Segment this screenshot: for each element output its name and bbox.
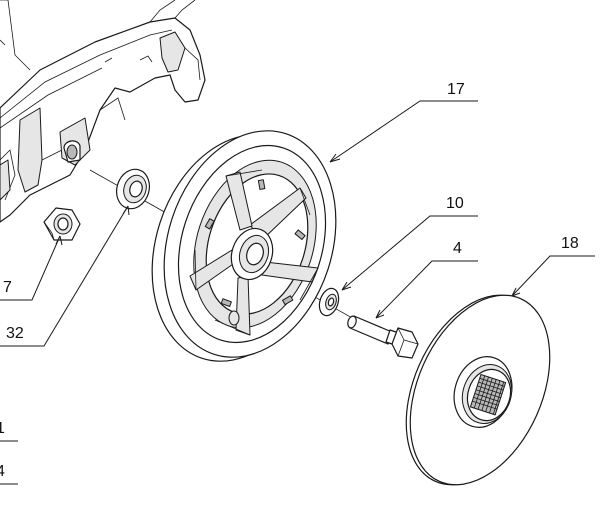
callout-1: 1 xyxy=(0,420,5,437)
callout-17: 17 xyxy=(447,81,465,98)
part-17-wheel xyxy=(151,130,337,362)
callout-4: 4 xyxy=(453,240,462,257)
chassis-frame xyxy=(0,0,206,223)
part-7-nut xyxy=(43,207,81,241)
part-32-bearing xyxy=(115,168,151,210)
part-4-bolt xyxy=(347,315,419,359)
part-18-hubcap xyxy=(405,294,551,486)
callout-4-left: 4 xyxy=(0,463,5,480)
part-10-washer xyxy=(318,287,340,317)
callout-18: 18 xyxy=(561,235,579,252)
callout-7: 7 xyxy=(3,279,12,296)
callout-10: 10 xyxy=(446,195,464,212)
leader-lines xyxy=(0,100,595,485)
callout-32: 32 xyxy=(6,325,24,342)
